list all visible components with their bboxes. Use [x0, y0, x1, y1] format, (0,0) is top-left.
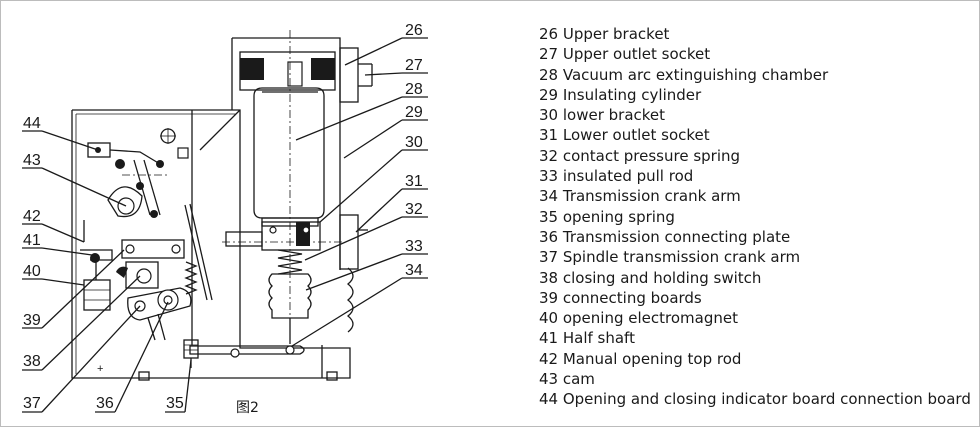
transmission-crank-arm: [189, 345, 323, 378]
callout-29: 29: [405, 104, 423, 121]
legend-item: 33 insulated pull rod: [539, 167, 694, 186]
legend-item: 37 Spindle transmission crank arm: [539, 248, 801, 267]
callout-38: 38: [23, 353, 41, 370]
half-shaft: [80, 220, 113, 263]
legend-item: 44 Opening and closing indicator board c…: [539, 390, 971, 409]
callout-numbers: 26 27 28 29 30 31 32 33 34 35 36 37 38 3…: [23, 22, 423, 412]
legend-item: 34 Transmission crank arm: [539, 187, 741, 206]
opening-spring: [183, 261, 199, 368]
callout-36: 36: [96, 395, 114, 412]
parts-legend: 26 Upper bracket 27 Upper outlet socket …: [539, 24, 971, 410]
mechanism-diagram: + 26 27 28 29 30 31 32 33 34 35 36: [22, 22, 428, 416]
callout-34: 34: [405, 262, 423, 279]
opening-electromagnet: [83, 262, 111, 311]
legend-item: 29 Insulating cylinder: [539, 85, 702, 104]
callout-41: 41: [23, 232, 41, 249]
lower-bracket: [222, 221, 345, 251]
svg-text:+: +: [97, 363, 103, 375]
legend-item: 26 Upper bracket: [539, 25, 670, 43]
callout-37: 37: [23, 395, 41, 412]
callout-35: 35: [166, 395, 184, 412]
legend-item: 30 lower bracket: [539, 106, 666, 125]
outlet-sockets: [339, 47, 373, 270]
legend-item: 42 Manual opening top rod: [539, 349, 742, 368]
insulated-pull-rod: [268, 267, 354, 344]
callout-32: 32: [405, 201, 423, 218]
connecting-boards: [116, 239, 185, 289]
callout-44: 44: [23, 115, 41, 132]
callout-30: 30: [405, 134, 423, 151]
legend-item: 28 Vacuum arc extinguishing chamber: [539, 65, 829, 84]
legend-item: 41 Half shaft: [539, 329, 635, 348]
leader-lines: [22, 37, 428, 413]
callout-27: 27: [405, 57, 423, 74]
callout-42: 42: [23, 208, 41, 225]
callout-39: 39: [23, 312, 41, 329]
legend-item: 35 opening spring: [539, 207, 675, 226]
legend-item: 32 contact pressure spring: [539, 146, 741, 165]
cam-assembly: [87, 142, 168, 218]
legend-item: 31 Lower outlet socket: [539, 126, 710, 145]
callout-28: 28: [405, 81, 423, 98]
legend-item: 40 opening electromagnet: [539, 309, 738, 328]
figure-caption: 图2: [236, 400, 259, 416]
upper-bracket: [231, 37, 341, 270]
legend-item: 43 cam: [539, 370, 595, 389]
legend-item: 39 connecting boards: [539, 288, 702, 307]
callout-40: 40: [23, 263, 41, 280]
legend-item: 27 Upper outlet socket: [539, 45, 711, 64]
callout-43: 43: [23, 152, 41, 169]
callout-31: 31: [405, 173, 423, 190]
legend-item: 38 closing and holding switch: [539, 268, 762, 287]
pressure-spring: [277, 249, 303, 275]
spindle-crank: [127, 287, 192, 341]
callout-26: 26: [405, 22, 423, 39]
callout-33: 33: [405, 238, 423, 255]
legend-item: 36 Transmission connecting plate: [539, 227, 791, 246]
